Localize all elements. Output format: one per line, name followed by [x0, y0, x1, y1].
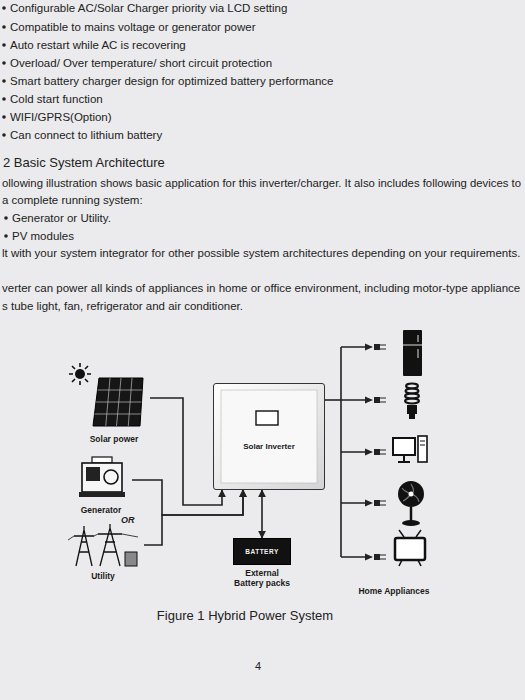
bulb-tip	[409, 414, 415, 419]
bus-arrowheads	[365, 344, 373, 561]
feature-item: Compatible to mains voltage or generator…	[10, 20, 255, 34]
solar-panel-node: Solar power	[78, 372, 150, 444]
appliances-node: Home Appliances	[338, 338, 450, 596]
pylon	[98, 524, 122, 566]
or-label: OR	[121, 513, 135, 527]
utility-node: Utility	[62, 523, 144, 581]
generator-node: Generator	[70, 455, 132, 515]
bulb-coil	[405, 399, 419, 404]
fan-base	[402, 520, 420, 526]
bullet	[4, 216, 8, 220]
inverter-casing	[213, 383, 325, 490]
feature-item: Auto restart while AC is recovering	[10, 38, 186, 52]
sun-icon	[69, 363, 91, 385]
node-label: Utility	[91, 571, 115, 581]
power-wires	[68, 534, 138, 540]
solar-panel	[93, 378, 143, 426]
pc-tower	[418, 436, 427, 462]
appliance-bus	[341, 344, 386, 561]
body-text: lt with your system integrator for other…	[2, 246, 520, 260]
bullet	[2, 97, 6, 101]
bullet	[2, 133, 6, 137]
fan-hub	[409, 492, 414, 497]
body-text: a complete running system:	[2, 193, 143, 207]
bullet	[2, 6, 6, 10]
panel-grid	[95, 378, 143, 426]
battery-box: BATTERY	[233, 538, 291, 565]
bullet	[2, 43, 6, 47]
list-item: Generator or Utility.	[12, 211, 111, 225]
bullet	[2, 61, 6, 65]
engine	[86, 467, 100, 481]
fridge	[403, 330, 422, 376]
tv-legs	[399, 560, 421, 566]
power-wire	[132, 480, 243, 515]
fridge-details	[403, 335, 422, 358]
body-text: verter can power all kinds of appliances…	[2, 281, 520, 295]
inverter-face	[221, 390, 317, 483]
computer-icon	[393, 436, 427, 462]
bus-wires	[341, 347, 368, 557]
list-item: PV modules	[12, 229, 74, 243]
monitor	[393, 438, 415, 455]
power-wire	[150, 398, 222, 505]
body-text: s tube light, fan, refrigerator and air …	[2, 299, 243, 313]
battery-label: BATTERY	[245, 547, 278, 557]
generator-icon	[79, 457, 125, 497]
tv-icon	[395, 530, 425, 566]
lcd-screen	[256, 411, 278, 425]
node-label: Solar Inverter	[243, 442, 295, 452]
plug-prongs	[380, 345, 386, 559]
fan-stand	[410, 507, 413, 521]
power-wire	[144, 490, 243, 545]
node-label: Generator	[81, 505, 122, 515]
node-label: Home Appliances	[358, 586, 429, 596]
page-number: 4	[255, 659, 261, 673]
fan-icon	[398, 481, 424, 526]
tv	[395, 538, 425, 560]
generator-frame	[82, 463, 122, 492]
bullet	[4, 234, 8, 238]
bulb-icon	[405, 384, 419, 419]
pylon	[74, 526, 94, 566]
feature-item: Smart battery charger design for optimiz…	[10, 74, 333, 88]
bullet	[2, 115, 6, 119]
sun	[75, 369, 85, 379]
feature-item: Cold start function	[10, 92, 103, 106]
utility-icon	[68, 524, 138, 566]
tower-slots	[420, 441, 425, 445]
bullet	[2, 79, 6, 83]
bullet	[2, 25, 6, 29]
sun-rays	[69, 363, 91, 385]
inverter-body	[213, 383, 325, 490]
generator-base	[79, 492, 125, 497]
tv-antenna	[399, 530, 421, 537]
plugs	[374, 344, 380, 560]
node-label: External Battery packs	[230, 568, 294, 588]
bulb-base	[407, 405, 417, 414]
alternator	[104, 470, 118, 484]
node-label: Solar power	[90, 434, 139, 444]
feature-item: Configurable AC/Solar Charger priority v…	[10, 1, 287, 15]
solar-panel-icon	[93, 378, 143, 426]
feature-item: WIFI/GPRS(Option)	[10, 110, 112, 124]
feature-item: Overload/ Over temperature/ short circui…	[10, 56, 272, 70]
fan-guard	[398, 481, 424, 507]
battery-node: BATTERY External Battery packs	[226, 538, 298, 602]
body-text: ollowing illustration shows basic applic…	[2, 176, 521, 190]
monitor-stand	[398, 455, 410, 462]
power-wire	[325, 399, 341, 401]
section-heading: 2 Basic System Architecture	[3, 156, 165, 170]
fridge-icon	[403, 330, 422, 376]
fuel-tank	[92, 457, 112, 463]
power-wire	[261, 490, 263, 538]
fan-blades	[402, 484, 419, 502]
substation	[125, 552, 137, 566]
inverter-box: Solar Inverter	[213, 383, 325, 490]
feature-item: Can connect to lithium battery	[10, 128, 162, 142]
figure-caption: Figure 1 Hybrid Power System	[157, 609, 333, 623]
